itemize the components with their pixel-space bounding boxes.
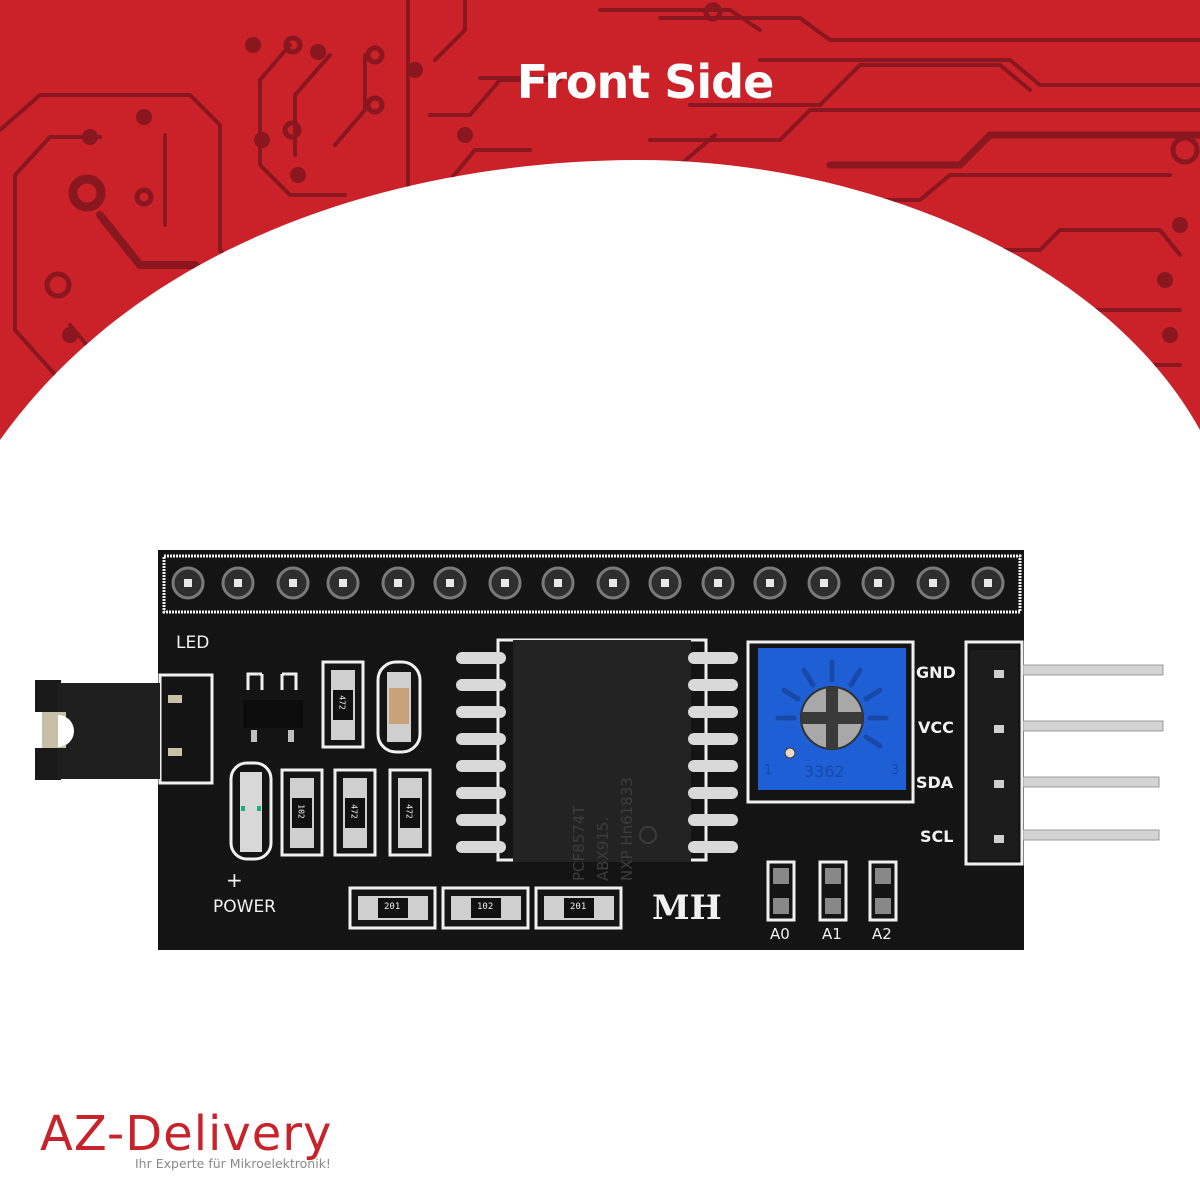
lcd-header-pins (171, 566, 1005, 600)
logo-brand: AZ-Delivery (40, 1106, 333, 1162)
jumper-a2-label: A2 (872, 925, 892, 943)
az-delivery-logo: AZ-Delivery Ihr Experte für Mikroelektro… (40, 1110, 420, 1180)
resistor-code: 201 (570, 902, 587, 912)
power-plus-label: + (226, 868, 243, 892)
pot-pin3-label: 3 (891, 763, 900, 778)
jumper-a1-label: A1 (822, 925, 842, 943)
pin-vcc-label: VCC (918, 718, 954, 737)
ic-marking: PCF8574T ABX915. NXP Hn61833 (567, 661, 639, 881)
jumper-a0-label: A0 (770, 925, 790, 943)
ic-line-1: PCF8574T (570, 805, 588, 881)
led-label: LED (176, 633, 210, 653)
resistor-code: 472 (337, 695, 347, 710)
pin-sda-label: SDA (916, 773, 954, 792)
resistor-code: 472 (404, 804, 414, 819)
i2c-header-pins (1023, 664, 1164, 841)
resistor-code: 201 (384, 902, 401, 912)
led-jumper-cap (35, 680, 160, 780)
board-artwork (158, 554, 1024, 930)
pin-scl-label: SCL (920, 827, 954, 846)
pot-pin1-label: 1 (764, 763, 773, 778)
logo-tagline: Ihr Experte für Mikroelektronik! (135, 1156, 331, 1171)
resistor-code: 102 (477, 902, 494, 912)
header-banner (0, 0, 1200, 440)
power-label: POWER (213, 897, 276, 917)
ic-line-2: ABX915. (594, 816, 612, 881)
brand-mh-label: MH (652, 888, 722, 928)
resistor-code: 472 (349, 804, 359, 819)
page-title: Front Side (516, 55, 775, 109)
pot-model-label: 3362 (804, 762, 845, 781)
i2c-lcd-adapter-board: LED + POWER MH A0 A1 A2 GND VCC SDA SCL … (158, 550, 1024, 950)
pin-gnd-label: GND (916, 663, 956, 682)
ic-line-3: NXP Hn61833 (618, 777, 636, 881)
resistor-code: 102 (296, 804, 306, 819)
